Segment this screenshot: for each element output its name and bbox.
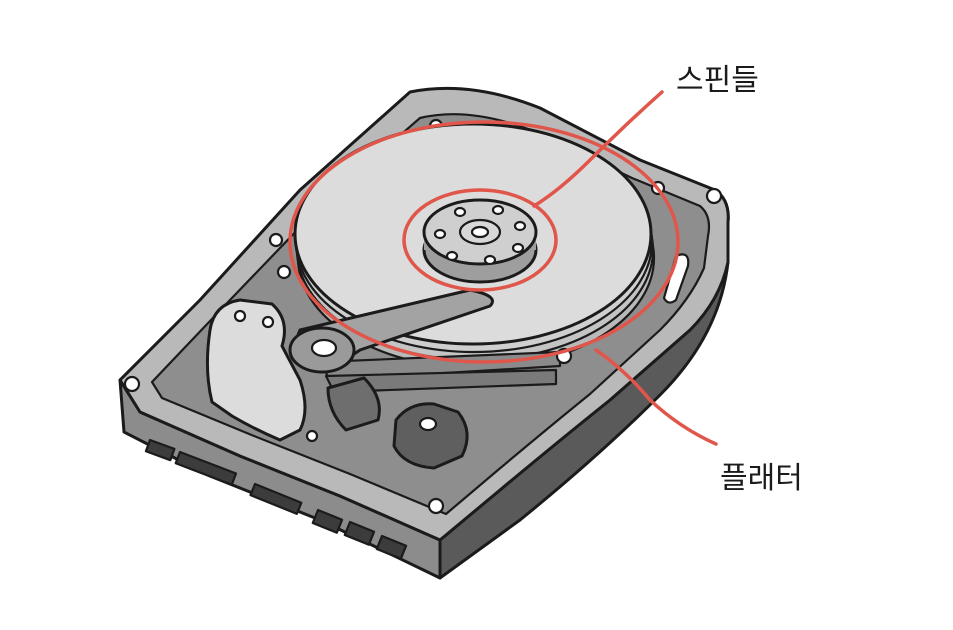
platter-highlight-ring xyxy=(288,120,680,364)
connector-slot xyxy=(174,450,238,486)
spindle-hub xyxy=(422,198,538,284)
bracket-hole xyxy=(233,309,247,323)
screw-hole xyxy=(276,264,292,280)
voice-coil xyxy=(392,402,469,470)
spindle-bolt xyxy=(491,204,505,216)
front-connector-slots xyxy=(144,438,408,560)
spindle-bolt xyxy=(433,228,447,240)
side-slot xyxy=(662,253,690,304)
spindle-bolt xyxy=(483,254,497,266)
magnet xyxy=(326,376,381,432)
spindle-center-hole xyxy=(470,225,490,239)
spindle-bolt xyxy=(445,250,459,262)
spindle-bolt xyxy=(453,206,467,218)
spindle-leader-line xyxy=(532,90,664,208)
screw-hole xyxy=(705,187,723,205)
spindle-label: 스핀들 xyxy=(676,63,759,98)
connector-slot xyxy=(249,482,303,515)
coil-hole xyxy=(418,416,438,432)
platter-label: 플래터 xyxy=(720,461,803,496)
screw-hole xyxy=(123,375,141,393)
connector-slot xyxy=(343,520,376,546)
spindle-highlight-ring xyxy=(402,188,558,292)
actuator-arm-assembly xyxy=(205,288,573,470)
actuator-arm-lower xyxy=(318,350,562,382)
platter-leader-line xyxy=(594,348,718,446)
screw-hole xyxy=(305,429,319,443)
hard-drive-illustration xyxy=(118,86,730,580)
spindle-bolt xyxy=(513,220,527,232)
pivot-cap xyxy=(310,338,338,358)
screw-hole xyxy=(268,232,284,248)
screw-hole xyxy=(427,497,445,515)
bracket-hole xyxy=(261,315,275,329)
spindle-bolt xyxy=(511,242,525,254)
annotations: 스핀들 플래터 xyxy=(288,63,803,496)
connector-slot xyxy=(144,438,176,462)
head-bracket xyxy=(205,298,307,442)
connector-slot xyxy=(375,534,408,560)
connector-slot xyxy=(311,508,344,534)
